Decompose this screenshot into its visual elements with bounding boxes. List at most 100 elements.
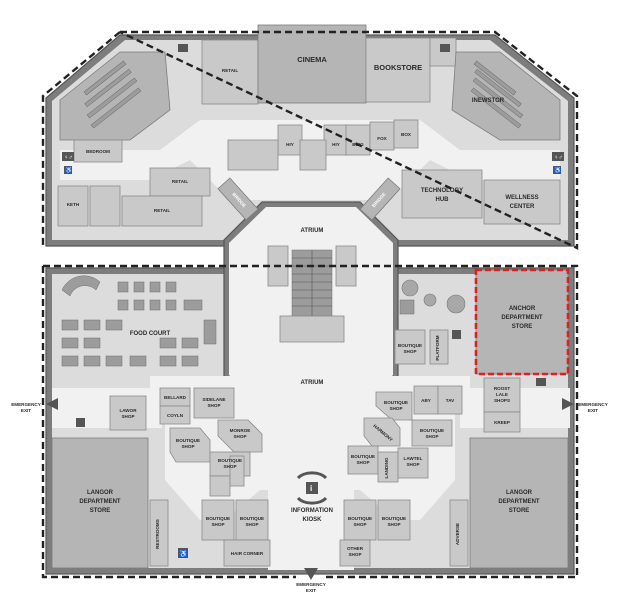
store-langor-department[interactable] [51, 437, 149, 569]
store-left-mid[interactable] [89, 185, 121, 227]
store-cinema[interactable] [257, 24, 367, 104]
label-roost-2: LALE [496, 392, 508, 397]
label-platform: PLATFORM [435, 335, 440, 360]
store-restrooms[interactable] [149, 499, 169, 567]
label-monroe-2: SHOP [233, 434, 246, 439]
store-retail-left2[interactable] [121, 195, 203, 227]
store-boutique-bottom-1[interactable] [201, 499, 235, 541]
svg-text:♀♂: ♀♂ [64, 155, 73, 161]
store-keth[interactable] [57, 185, 89, 227]
svg-text:♿: ♿ [554, 166, 562, 174]
label-retail-left: RETAIL [172, 179, 188, 184]
store-hiy-1[interactable] [277, 124, 303, 156]
store-tav[interactable] [437, 385, 463, 415]
label-hiy-2: HIY [332, 142, 340, 147]
info-icon[interactable]: i [296, 471, 328, 505]
label-cinema: CINEMA [297, 55, 327, 64]
store-boutique-shop-mid[interactable] [394, 329, 426, 365]
label-boutique-mid-2: SHOP [403, 349, 416, 354]
label-boutique-b3-1: BOUTIQUE [348, 516, 372, 521]
label-other-2: SHOP [348, 552, 361, 557]
exit-arrow-icon[interactable] [562, 398, 574, 410]
food-court-tables [61, 275, 217, 367]
store-sidelane[interactable] [193, 387, 235, 419]
store-box[interactable] [393, 119, 419, 149]
svg-text:♀♂: ♀♂ [554, 155, 563, 161]
store-sw-small-a[interactable] [209, 475, 231, 497]
accessible-icon [452, 330, 461, 339]
accessible-icon: ♿ [178, 548, 188, 558]
store-sw-small-b[interactable] [229, 455, 245, 487]
label-lawtel-1: LAWTEL [404, 456, 423, 461]
store-bookstore[interactable] [365, 37, 431, 103]
label-boutique-se2-2: SHOP [425, 434, 438, 439]
perimeter-north [119, 30, 579, 250]
store-north-small-a[interactable] [227, 139, 279, 171]
label-aby: ABY [421, 398, 431, 403]
store-platform[interactable] [429, 329, 449, 365]
store-wellness-center[interactable] [483, 179, 561, 225]
store-coyln[interactable] [159, 405, 191, 425]
perimeter-north-left [41, 31, 121, 248]
store-fox[interactable] [369, 121, 395, 151]
store-north-small-b[interactable] [299, 139, 327, 171]
store-adverse[interactable] [449, 499, 469, 567]
label-retail-top: RETAIL [222, 68, 238, 73]
label-emergency-south-1: EMERGENCY [296, 582, 326, 587]
label-langor-east-1: LANGOR [506, 490, 533, 496]
store-monroe[interactable] [217, 419, 263, 453]
store-anchor-department[interactable] [475, 269, 569, 375]
label-boutique-se-2: SHOP [389, 406, 402, 411]
label-boutique-b1-2: SHOP [211, 522, 224, 527]
label-atrium-bottom: ATRIUM [301, 380, 324, 386]
store-bedroom[interactable] [73, 139, 123, 163]
label-inewstor: INEWSTOR [472, 98, 505, 104]
store-other-shop[interactable] [339, 539, 371, 567]
label-monroe-1: MONROE [230, 428, 251, 433]
bridge-left[interactable] [217, 177, 259, 221]
bridge-right[interactable] [359, 177, 401, 221]
store-boutique-se3[interactable] [347, 445, 379, 475]
elevator-icon [536, 378, 546, 386]
playground [399, 279, 466, 315]
svg-text:♿: ♿ [65, 166, 73, 174]
elevator-icon [76, 418, 85, 427]
perimeter-south-right [43, 264, 579, 579]
store-lawor-shop[interactable] [109, 395, 147, 431]
store-hair-corner[interactable] [223, 539, 271, 567]
store-langor-department-east[interactable] [469, 437, 569, 569]
store-lawtel[interactable] [397, 447, 429, 479]
store-boutique-se[interactable] [375, 391, 413, 421]
restroom-icon: ♀♂ [552, 152, 564, 161]
restroom-icon [440, 44, 450, 52]
label-technology-2: HUB [436, 197, 450, 203]
label-adverse: ADVERSE [455, 523, 460, 545]
label-lawtel-2: SHOP [406, 462, 419, 467]
perimeter-south [41, 266, 296, 579]
exit-arrow-icon[interactable] [304, 568, 318, 580]
store-boutique-se2[interactable] [411, 419, 453, 447]
label-lawor-2: SHOP [121, 414, 134, 419]
label-boutique-se-1: BOUTIQUE [384, 400, 408, 405]
store-roost-lale[interactable] [483, 377, 521, 413]
label-other-1: OTHER [347, 546, 364, 551]
accessible-icon: ♿ [553, 166, 562, 174]
store-boutique-bottom-4[interactable] [377, 499, 411, 541]
exit-arrow-icon[interactable] [46, 398, 58, 410]
restroom-icon: ♀♂ [62, 152, 74, 161]
store-harmony[interactable] [363, 417, 401, 447]
store-kreep[interactable] [483, 411, 521, 433]
seating-rows-nw [83, 60, 142, 129]
label-bellard: BELLARD [164, 395, 187, 400]
label-keth: KETH [67, 202, 80, 207]
label-boutique-sw-2: SHOP [181, 444, 194, 449]
label-roost-1: ROOST [494, 386, 511, 391]
store-retail-left[interactable] [149, 167, 211, 197]
store-technology-hub[interactable] [401, 169, 483, 219]
restroom-icon [178, 44, 188, 52]
label-langor-1: LANGOR [87, 490, 114, 496]
label-emergency-west-1: EMERGENCY [11, 402, 41, 407]
label-roost-3: SHOPS [494, 398, 510, 403]
label-sidelane-2: SHOP [207, 403, 220, 408]
